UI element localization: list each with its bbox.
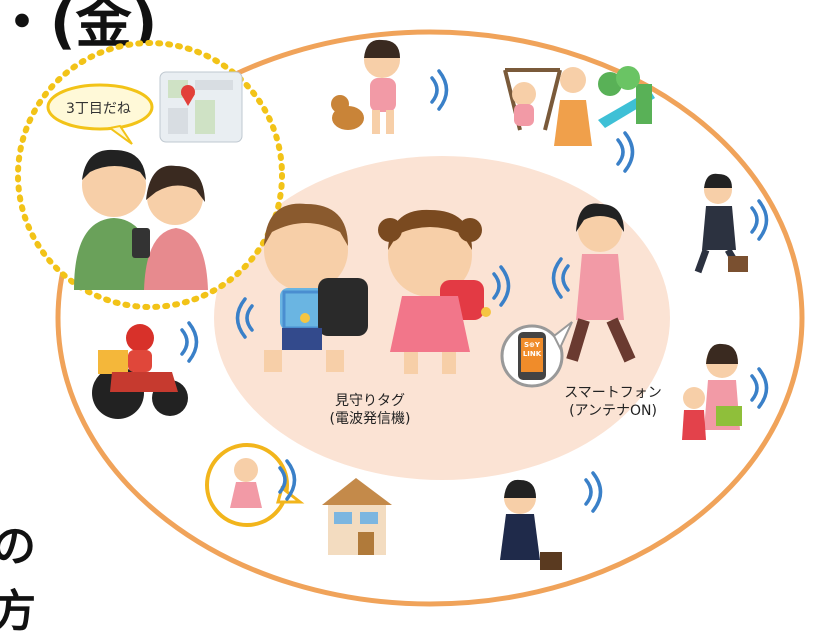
speech-bubble xyxy=(46,83,154,145)
phone-label: スマートフォン (アンテナON) xyxy=(548,384,678,420)
phone-bubble xyxy=(500,321,573,388)
map-icon xyxy=(159,71,243,143)
phone-app-text: S⊕Y LINK xyxy=(521,341,543,359)
heading-bottom-fragment-1: の xyxy=(0,521,36,572)
bubble-text: 3丁目だね xyxy=(66,101,131,117)
tag-label-line2: (電波発信機) xyxy=(329,411,411,427)
girl-with-dog xyxy=(331,39,400,134)
boy-with-tag xyxy=(264,203,368,372)
house-icon xyxy=(322,478,392,555)
playground-scene xyxy=(503,66,655,146)
phone-label-line2: (アンテナON) xyxy=(569,403,657,419)
walking-woman xyxy=(566,203,636,363)
businessman-figure xyxy=(694,173,748,274)
mother-with-child xyxy=(682,343,742,440)
girl-with-tag xyxy=(378,209,491,374)
girl-at-home-bubble xyxy=(205,443,305,527)
phone-label-line1: スマートフォン xyxy=(564,385,662,401)
tag-label-line1: 見守りタグ xyxy=(335,393,405,409)
scene-illustration xyxy=(15,29,805,607)
student-figure xyxy=(500,479,562,570)
tag-label: 見守りタグ (電波発信機) xyxy=(310,392,430,428)
phone-app-line2: LINK xyxy=(522,350,542,358)
phone-app-line1: S⊕Y xyxy=(524,341,540,349)
parents-figure xyxy=(74,149,208,290)
delivery-rider xyxy=(92,324,188,419)
